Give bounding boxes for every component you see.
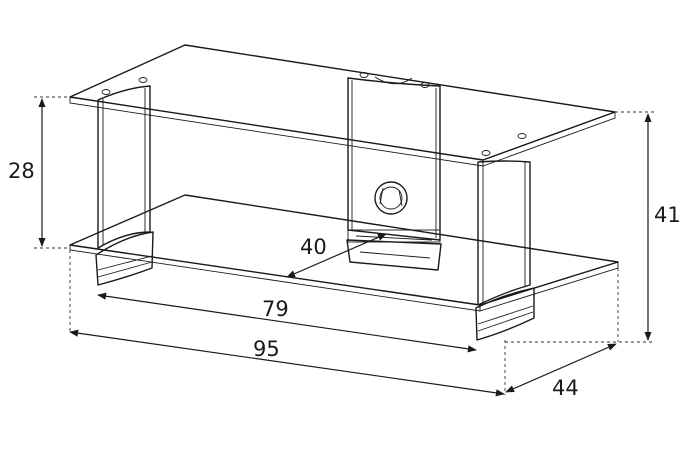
dimension-width-inner: 79 (97, 292, 477, 353)
dimension-width-total: 95 (69, 329, 505, 397)
dimension-label: 79 (262, 297, 289, 321)
bolt-icon (101, 72, 527, 156)
dimension-shelf-height: 28 (8, 98, 46, 247)
dimension-depth-total: 44 (505, 343, 617, 400)
dimension-label: 95 (253, 337, 280, 361)
right-post (475, 160, 535, 341)
left-post (95, 85, 154, 286)
top-shelf (69, 44, 616, 167)
dimension-label: 44 (552, 376, 579, 400)
dimension-total-height: 41 (644, 113, 681, 341)
extension-lines (34, 96, 655, 395)
dimension-label: 28 (8, 159, 35, 183)
dimension-label: 40 (300, 235, 327, 259)
cable-hole-icon (374, 181, 408, 215)
dimension-depth-inner: 40 (286, 233, 387, 278)
center-back-post (346, 77, 442, 271)
dimension-label: 41 (654, 203, 681, 227)
